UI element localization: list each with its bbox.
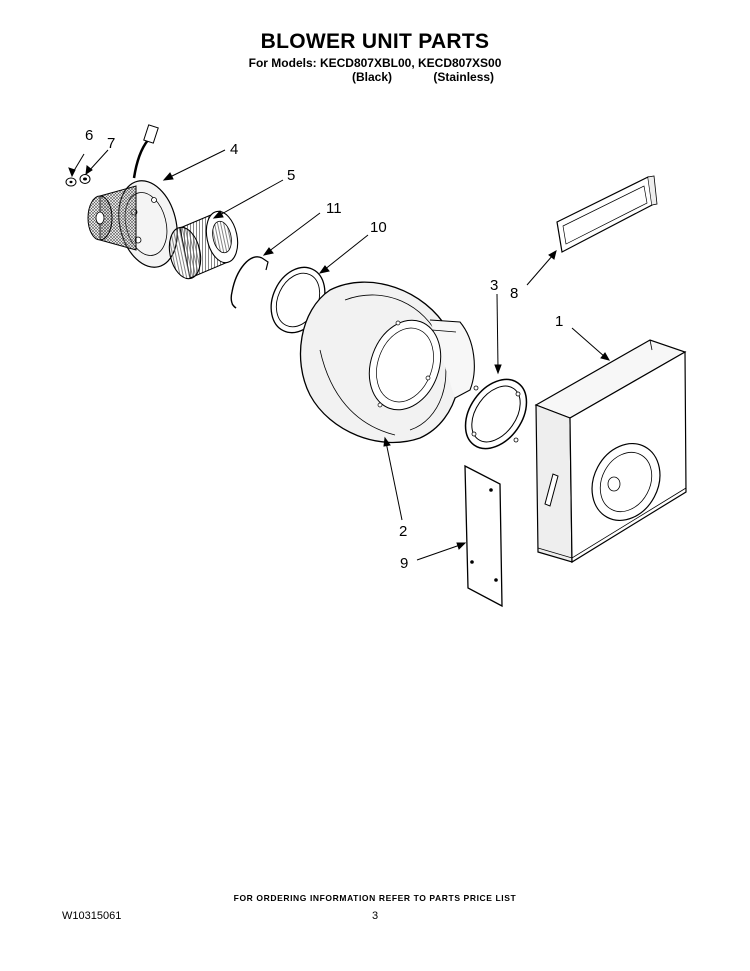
callout-11: 11 [326, 200, 342, 217]
part-1-blower-box [534, 339, 687, 564]
part-2-blower-housing [299, 281, 475, 444]
part-8-panel [556, 175, 658, 253]
part-3-gasket [464, 378, 528, 450]
part-9-mounting-plate [464, 464, 503, 608]
document-number: W10315061 [62, 910, 122, 922]
ordering-note: FOR ORDERING INFORMATION REFER TO PARTS … [233, 893, 517, 903]
callout-7: 7 [107, 135, 115, 152]
models-line: For Models: KECD807XBL00, KECD807XS00 [248, 56, 502, 70]
callout-8: 8 [510, 285, 518, 302]
callout-10: 10 [370, 219, 387, 236]
part-11-retaining-clip [230, 256, 269, 309]
callout-1: 1 [555, 313, 563, 330]
model-variants: (Black) (Stainless) [352, 70, 494, 84]
callout-9: 9 [400, 555, 408, 572]
callout-3: 3 [490, 277, 498, 294]
page-title: BLOWER UNIT PARTS [260, 30, 490, 53]
part-5-blower-wheel [168, 210, 239, 280]
callout-6: 6 [85, 127, 93, 144]
part-4-blower-motor [87, 124, 178, 268]
callout-5: 5 [287, 167, 295, 184]
page-number: 3 [372, 910, 379, 922]
leader-lines [68, 149, 611, 561]
part-7-nut [79, 174, 91, 184]
callout-4: 4 [230, 141, 238, 158]
callout-2: 2 [399, 523, 407, 540]
variant-black-label: (Black) [352, 70, 393, 84]
part-6-washer [65, 177, 77, 187]
variant-stainless-label: (Stainless) [433, 70, 495, 84]
